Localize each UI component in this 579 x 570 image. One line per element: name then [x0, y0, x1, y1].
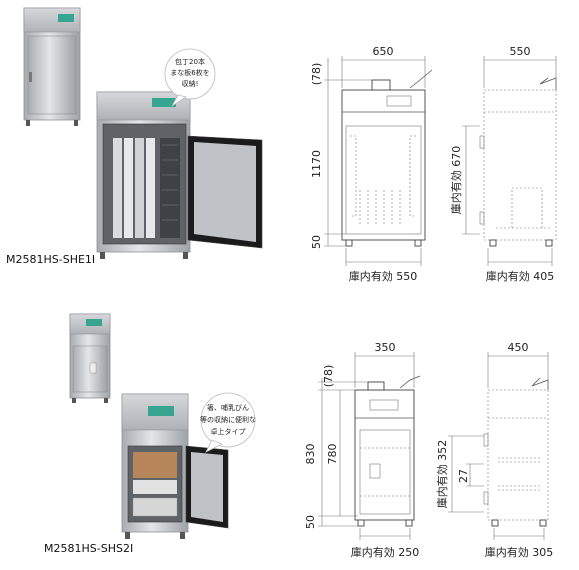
product-1-front-drawing: 650 (78) 1170 50 庫内有効 550	[310, 45, 433, 283]
product-2-side-drawing: 450 庫内有効 352 27 庫内有効 305	[435, 341, 553, 559]
inner-depth-label: 庫内有効 405	[486, 269, 555, 283]
product-2-open-cabinet	[121, 393, 229, 539]
side-depth-1: 550	[510, 45, 531, 58]
inner-width-label: 庫内有効 550	[349, 269, 418, 283]
product-2-front-drawing: 350 (78) 830 780 50 庫内有効 250	[304, 341, 421, 559]
control-panel	[152, 98, 176, 107]
product-1-note-bubble: 包丁20本 まな板6枚を 収納!	[164, 48, 216, 107]
door-handle	[29, 72, 32, 82]
note-line-2: 等の収納に便利な	[200, 415, 256, 424]
model-name: M2581HS-SHS2I	[44, 542, 133, 555]
side-depth: 450	[508, 341, 529, 354]
front-width: 650	[373, 45, 394, 58]
inner-depth-label: 庫内有効 305	[485, 545, 554, 559]
product-1-open-cabinet	[96, 91, 263, 259]
inner-height-label: 庫内有効 352	[435, 440, 449, 509]
product-1-closed-cabinet	[23, 7, 81, 126]
product-2-closed-cabinet	[69, 313, 111, 403]
base-height: 50	[310, 235, 323, 249]
door	[27, 35, 77, 115]
front-width: 350	[375, 341, 396, 354]
note-line-1: 包丁20本	[175, 57, 205, 66]
control-panel	[58, 14, 74, 22]
note-line-2: まな板6枚を	[170, 68, 209, 77]
top-offset: (78)	[310, 63, 323, 86]
inner-width-label: 庫内有効 250	[351, 545, 420, 559]
note-line-1: 箸、哺乳びん	[207, 403, 249, 412]
base-height: 50	[304, 515, 317, 529]
top-offset: (78)	[322, 365, 335, 388]
product-2-note-bubble: 箸、哺乳びん 等の収納に便利な 卓上タイプ	[200, 392, 256, 453]
model-name: M2581HS-SHE1I	[6, 253, 95, 266]
shelf-gap: 27	[457, 469, 470, 483]
note-line-3: 収納!	[182, 79, 199, 88]
control-panel	[148, 406, 174, 416]
control-panel	[86, 319, 102, 326]
note-line-3: 卓上タイプ	[211, 427, 246, 436]
front-inner-height: 780	[326, 444, 339, 465]
product-1-side-drawing: 450 550 庫内有効 670 庫内有効 405	[449, 45, 557, 283]
front-height: 1170	[310, 150, 323, 178]
front-height: 830	[304, 444, 317, 465]
inner-height-label: 庫内有効 670	[449, 146, 463, 215]
